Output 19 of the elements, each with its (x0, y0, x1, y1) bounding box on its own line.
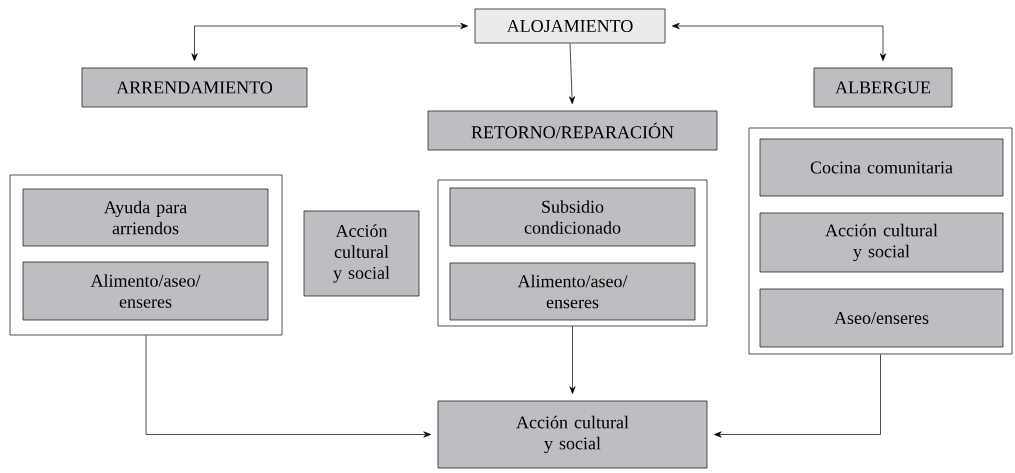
text-box: Aseo/enseres (759, 288, 1004, 348)
arrow (191, 22, 468, 61)
text-box: Alimento/aseo/ enseres (22, 261, 269, 321)
heading-box: ARRENDAMIENTO (81, 67, 308, 108)
arrow (569, 326, 576, 394)
arrow (145, 335, 431, 438)
heading-box: ALBERGUE (813, 67, 953, 108)
heading-box: RETORNO/REPARACIÓN (427, 110, 718, 151)
heading-box: ALOJAMIENTO (474, 8, 666, 44)
text-box: Acción cultural y social (759, 212, 1004, 273)
text-box: Ayuda para arriendos (22, 188, 269, 247)
arrow (714, 354, 881, 438)
text-box: Acción cultural y social (437, 400, 708, 469)
text-box: Subsidio condicionado (449, 187, 696, 247)
text-box: Alimento/aseo/ enseres (449, 262, 696, 321)
text-box: Cocina comunitaria (759, 138, 1004, 197)
text-box: Acción cultural y social (303, 210, 420, 297)
arrow (568, 43, 576, 104)
arrow (672, 22, 887, 61)
